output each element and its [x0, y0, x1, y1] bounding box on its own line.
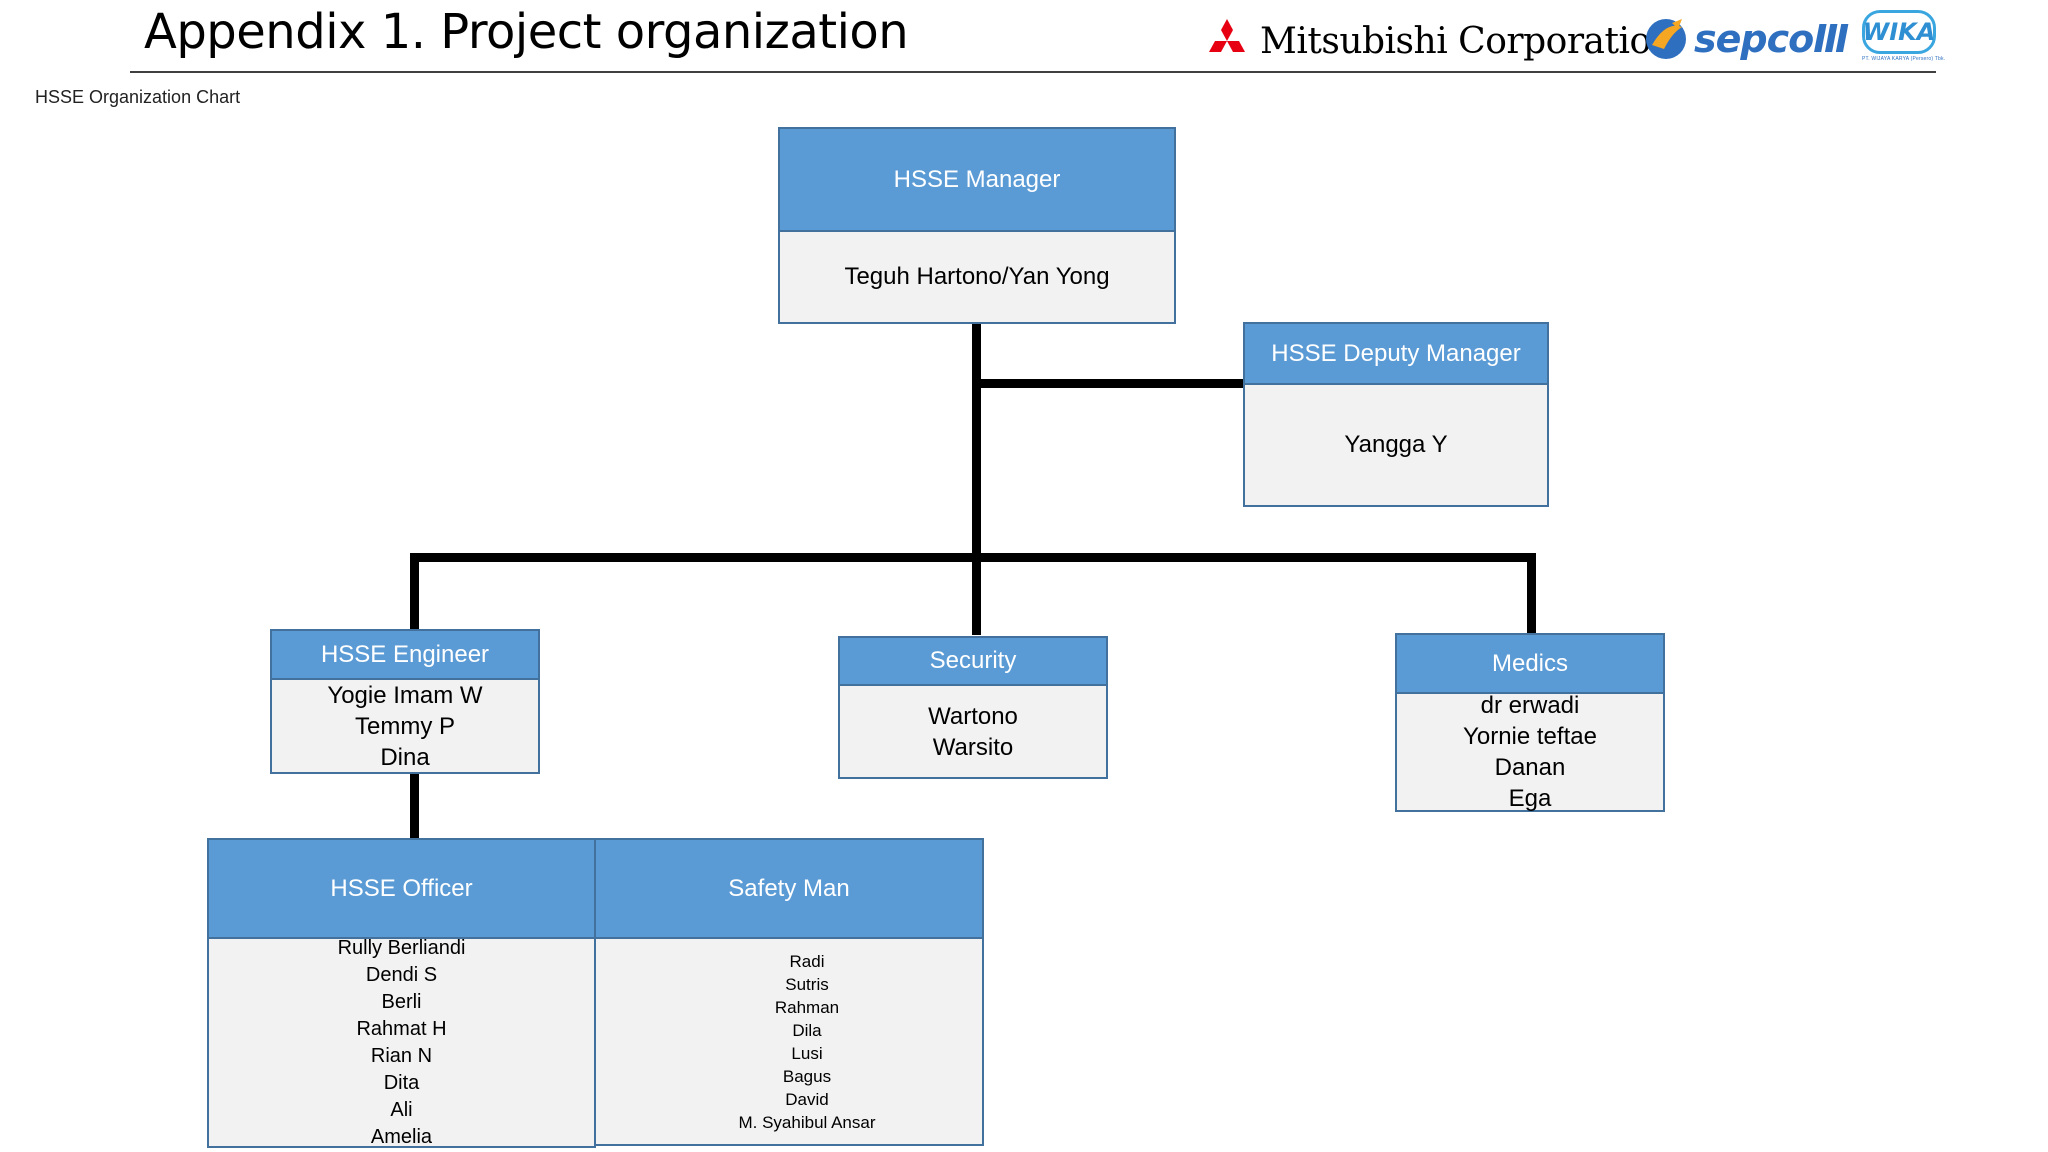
mitsubishi-logo: Mitsubishi Corporation [1204, 16, 1674, 66]
security-box: Security Wartono Warsito [838, 636, 1108, 779]
connector-horizontal-bar [410, 553, 1536, 562]
hsse-manager-title: HSSE Manager [780, 129, 1174, 232]
hsse-manager-names: Teguh Hartono/Yan Yong [780, 232, 1174, 322]
connector-deputy-branch [981, 379, 1243, 388]
hsse-deputy-manager-title: HSSE Deputy Manager [1245, 324, 1547, 385]
person-name: Yangga Y [1344, 431, 1448, 458]
person-name: Amelia [370, 1125, 433, 1148]
hsse-manager-box: HSSE Manager Teguh Hartono/Yan Yong [778, 127, 1176, 324]
person-name: David [785, 1089, 829, 1109]
person-name: dr erwadi [1480, 692, 1580, 719]
person-name: Wartono [928, 702, 1018, 730]
slide-title: Appendix 1. Project organization [144, 4, 909, 60]
person-name: Radi [789, 951, 825, 971]
person-name: Ega [1508, 785, 1552, 812]
person-name: M. Syahibul Ansar [738, 1112, 876, 1132]
hsse-deputy-manager-names: Yangga Y [1245, 385, 1547, 505]
person-name: Rahmat H [356, 1017, 447, 1040]
hsse-officer-box: HSSE Officer Rully Berliandi Dendi S Ber… [207, 838, 596, 1148]
person-name: Warsito [932, 733, 1014, 761]
wika-tagline: PT. WIJAYA KARYA (Persero) Tbk. [1862, 56, 1946, 62]
connector-engineer-officer [410, 773, 419, 843]
safety-man-names: Radi Sutris Rahman Dila Lusi Bagus David… [596, 939, 982, 1144]
person-name: Teguh Hartono/Yan Yong [844, 263, 1110, 290]
sepco-logo: sepcoⅢ [1642, 14, 1849, 64]
slide-subtitle: HSSE Organization Chart [35, 87, 241, 107]
hsse-deputy-manager-box: HSSE Deputy Manager Yangga Y [1243, 322, 1549, 507]
wika-badge: WIKA [1862, 10, 1936, 54]
sepco-logo-text: sepcoⅢ [1694, 17, 1849, 61]
medics-names: dr erwadi Yornie teftae Danan Ega [1397, 692, 1663, 812]
hsse-engineer-names: Yogie Imam W Temmy P Dina [272, 680, 538, 772]
person-name: Dendi S [365, 963, 438, 986]
person-name: Danan [1494, 754, 1566, 781]
mitsubishi-logo-text: Mitsubishi Corporation [1260, 20, 1674, 62]
hsse-officer-names: Rully Berliandi Dendi S Berli Rahmat H R… [209, 937, 594, 1148]
security-title: Security [840, 638, 1106, 686]
title-divider [130, 71, 1936, 73]
person-name: Dila [792, 1020, 822, 1040]
connector-engineer-drop [410, 553, 419, 631]
person-name: Rully Berliandi [337, 936, 466, 959]
connector-medics-drop [1527, 553, 1536, 635]
safety-man-title: Safety Man [596, 840, 982, 939]
person-name: Sutris [785, 974, 829, 994]
hsse-engineer-title: HSSE Engineer [272, 631, 538, 680]
sepco-emblem-icon [1646, 19, 1686, 59]
person-name: Lusi [791, 1043, 823, 1063]
three-diamonds-icon [1209, 19, 1245, 52]
person-name: Berli [381, 990, 422, 1013]
safety-man-box: Safety Man Radi Sutris Rahman Dila Lusi … [594, 838, 984, 1146]
person-name: Rahman [774, 997, 840, 1017]
connector-manager-trunk [972, 323, 981, 635]
person-name: Yogie Imam W [327, 681, 483, 709]
person-name: Temmy P [354, 712, 455, 740]
person-name: Ali [390, 1098, 413, 1121]
hsse-engineer-box: HSSE Engineer Yogie Imam W Temmy P Dina [270, 629, 540, 774]
person-name: Yornie teftae [1463, 723, 1597, 750]
hsse-officer-title: HSSE Officer [209, 840, 594, 939]
person-name: Dita [383, 1071, 420, 1094]
security-names: Wartono Warsito [840, 686, 1106, 777]
person-name: Bagus [782, 1066, 832, 1086]
person-name: Rian N [370, 1044, 433, 1067]
medics-box: Medics dr erwadi Yornie teftae Danan Ega [1395, 633, 1665, 812]
wika-logo: WIKA PT. WIJAYA KARYA (Persero) Tbk. [1862, 10, 1946, 68]
person-name: Dina [380, 743, 430, 771]
medics-title: Medics [1397, 635, 1663, 694]
